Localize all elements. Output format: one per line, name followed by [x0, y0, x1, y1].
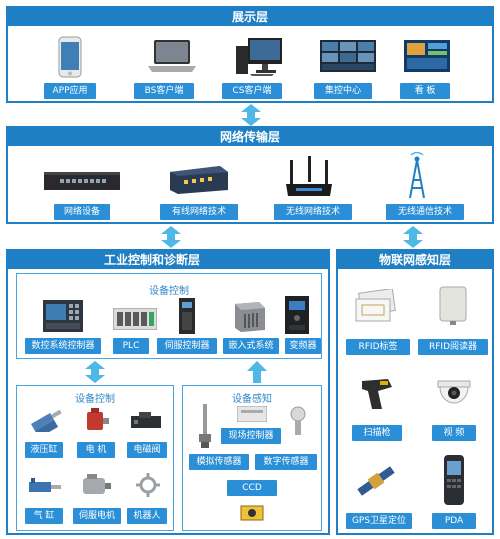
servo-controller-icon	[179, 298, 195, 334]
label-pda: PDA	[432, 513, 476, 529]
label-robot: 机器人	[127, 508, 167, 524]
rfid-tag-icon	[354, 289, 398, 323]
label-analog-sensor: 模拟传感器	[189, 454, 249, 470]
label-motor: 电 机	[77, 442, 115, 458]
label-cs-client: CS客户端	[222, 83, 282, 99]
pneumatic-cylinder-icon	[29, 476, 61, 496]
label-control-center: 集控中心	[314, 83, 372, 99]
label-rfid-reader: RFID阅读器	[418, 339, 488, 355]
rfid-reader-icon	[438, 285, 468, 325]
label-hydraulic-cylinder: 液压缸	[25, 442, 63, 458]
satellite-icon	[354, 459, 398, 503]
label-inverter: 变频器	[285, 338, 321, 354]
sensor-probe-icon	[197, 404, 213, 448]
solenoid-valve-icon	[131, 412, 161, 430]
label-pneumatic-cylinder: 气 缸	[25, 508, 63, 524]
industrial-switch-icon	[168, 164, 230, 196]
smartphone-icon	[58, 36, 82, 78]
label-cnc-controller: 数控系统控制器	[25, 338, 101, 354]
double-arrow-icon	[240, 104, 262, 126]
barcode-scanner-icon	[358, 375, 398, 411]
frequency-inverter-icon	[285, 296, 309, 334]
double-arrow-icon	[84, 361, 106, 383]
embedded-system-icon	[231, 300, 267, 334]
device-control-title: 设备控制	[149, 286, 189, 297]
label-scanner: 扫描枪	[352, 425, 402, 441]
display-layer-panel: 展示层 APP应用 BS客户端 CS客户端 集控中心 看 板	[6, 6, 494, 103]
iot-layer-panel: 物联网感知层 RFID标签 RFID阅读器 扫描枪 视 频 GPS卫星定位 PD…	[336, 249, 494, 535]
dome-camera-icon	[436, 377, 472, 409]
network-layer-panel: 网络传输层 网络设备 有线网络技术 无线网络技术 无线通信技术	[6, 126, 494, 224]
label-network-device: 网络设备	[54, 204, 110, 220]
label-plc: PLC	[113, 338, 149, 354]
device-control-frame: 设备控制 数控系统控制器 PLC 伺服控制器 嵌入式系统 变频器	[16, 273, 322, 359]
pressure-transmitter-icon	[289, 406, 307, 436]
label-servo-motor: 伺服电机	[73, 508, 121, 524]
actuator-control-title: 设备控制	[75, 394, 115, 405]
label-wireless-comm: 无线通信技术	[386, 204, 464, 220]
plc-icon	[113, 308, 157, 330]
hydraulic-cylinder-icon	[29, 408, 63, 432]
device-sensing-frame: 设备感知 现场控制器 模拟传感器 数字传感器 CCD	[182, 385, 322, 531]
industrial-layer-panel: 工业控制和诊断层 设备控制 数控系统控制器 PLC 伺服控制器 嵌入式系统 变频…	[6, 249, 330, 535]
network-switch-icon	[44, 170, 120, 192]
laptop-icon	[148, 38, 196, 74]
cnc-controller-icon	[43, 300, 83, 332]
label-board: 看 板	[400, 83, 450, 99]
label-field-controller: 现场控制器	[221, 428, 281, 444]
dashboard-board-icon	[404, 40, 450, 72]
ccd-camera-icon	[239, 502, 265, 524]
label-servo-controller: 伺服控制器	[157, 338, 217, 354]
label-rfid-tag: RFID标签	[346, 339, 410, 355]
servo-motor-icon	[81, 472, 113, 498]
wireless-router-icon	[284, 154, 334, 198]
field-controller-icon	[237, 406, 267, 422]
industrial-layer-title: 工业控制和诊断层	[8, 251, 328, 269]
label-app: APP应用	[44, 83, 96, 99]
label-video: 视 频	[432, 425, 476, 441]
label-bs-client: BS客户端	[134, 83, 194, 99]
display-layer-title: 展示层	[8, 8, 492, 26]
video-wall-icon	[320, 40, 376, 72]
label-ccd: CCD	[227, 480, 277, 496]
network-layer-title: 网络传输层	[8, 128, 492, 146]
device-sensing-title: 设备感知	[232, 394, 272, 405]
label-embedded-system: 嵌入式系统	[223, 338, 279, 354]
double-arrow-icon	[402, 226, 424, 248]
label-solenoid-valve: 电磁阀	[127, 442, 167, 458]
actuator-control-frame: 设备控制 液压缸 电 机 电磁阀 气 缸 伺服电机 机器人	[16, 385, 174, 531]
desktop-computer-icon	[234, 36, 284, 76]
label-gps: GPS卫星定位	[346, 513, 412, 529]
double-arrow-icon	[160, 226, 182, 248]
motor-icon	[85, 406, 111, 434]
label-wired-network: 有线网络技术	[160, 204, 238, 220]
iot-layer-title: 物联网感知层	[338, 251, 492, 269]
robot-icon	[133, 472, 163, 498]
wireless-tower-icon	[406, 152, 428, 198]
label-wireless-network: 无线网络技术	[274, 204, 352, 220]
label-digital-sensor: 数字传感器	[255, 454, 317, 470]
up-arrow-icon	[246, 361, 268, 383]
pda-icon	[442, 455, 466, 505]
